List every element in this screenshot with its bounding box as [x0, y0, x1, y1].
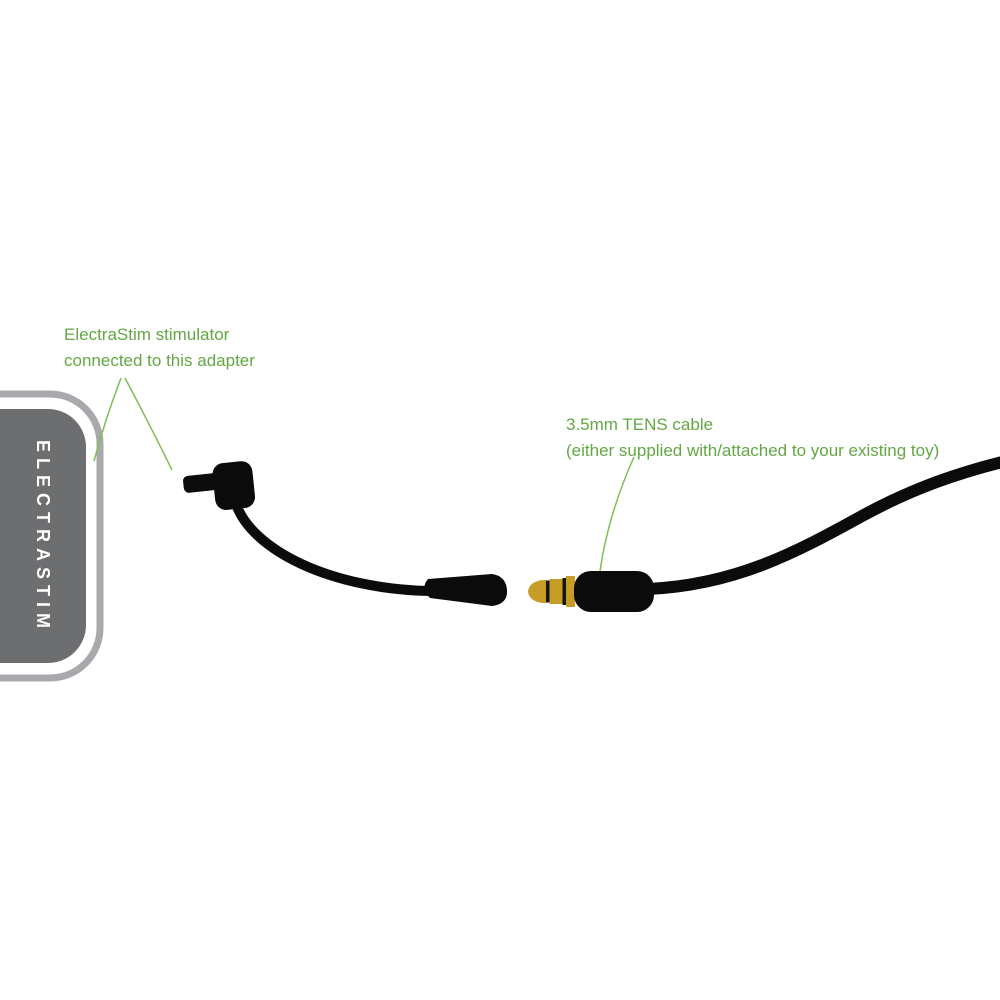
jack-gold-shaft: [549, 579, 563, 604]
annotation-stimulator-line2: connected to this adapter: [64, 351, 255, 370]
right-angle-plug-body: [212, 461, 256, 510]
annotation-tens-cable: 3.5mm TENS cable (either supplied with/a…: [566, 412, 939, 464]
female-3-5mm-socket-icon: [424, 574, 508, 606]
jack-groove-2: [562, 578, 566, 605]
annotation-tens-line1: 3.5mm TENS cable: [566, 415, 714, 434]
adapter-cable: [231, 499, 435, 596]
male-3-5mm-jack-icon: [528, 571, 654, 612]
jack-body: [574, 571, 654, 612]
stimulator-device: ELECTRASTIM: [0, 390, 104, 682]
annotation-stimulator: ElectraStim stimulator connected to this…: [64, 322, 255, 374]
right-angle-plug-tip: [183, 473, 218, 493]
jack-gold-tip: [528, 580, 546, 603]
jack-groove-1: [546, 580, 550, 603]
jack-gold-collar: [566, 576, 575, 607]
stimulator-device-body: [0, 409, 86, 663]
right-angle-plug-icon: [183, 461, 256, 510]
stimulator-leader-lines: [93, 377, 173, 471]
stimulator-device-label: ELECTRASTIM: [33, 440, 53, 634]
leader-line-to-device: [93, 377, 122, 462]
leader-line-to-plug: [124, 377, 173, 471]
annotation-tens-line2: (either supplied with/attached to your e…: [566, 441, 940, 460]
leader-line-to-jack: [599, 456, 635, 572]
annotation-stimulator-line1: ElectraStim stimulator: [64, 325, 230, 344]
tens-cable: [642, 456, 1000, 595]
